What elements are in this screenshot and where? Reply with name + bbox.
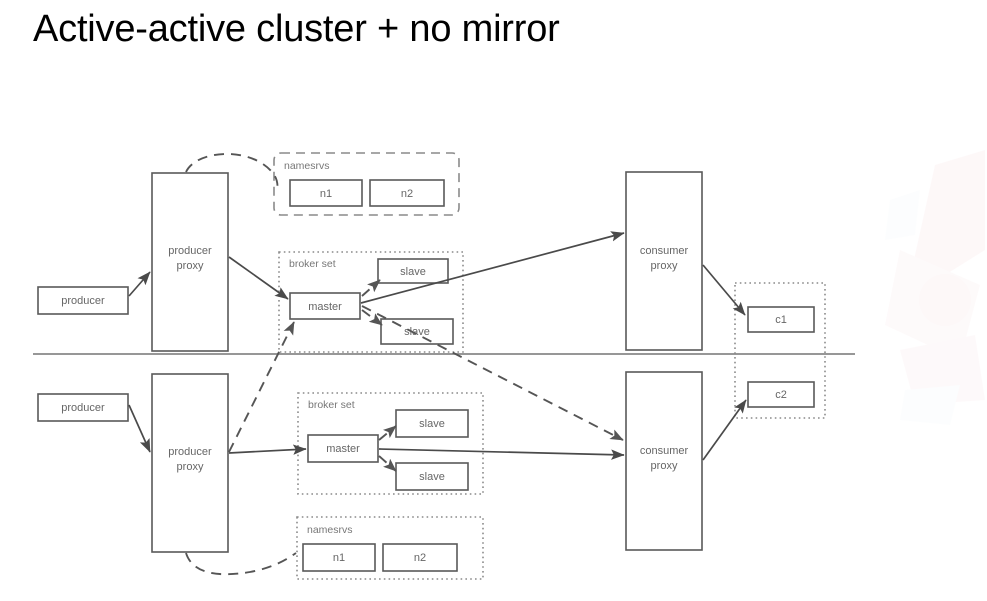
node-producer-proxy-bottom-label-l1: producer — [168, 446, 212, 458]
node-n2-top-label: n2 — [401, 188, 413, 200]
node-n2-top[interactable] — [369, 179, 445, 207]
namesrvs-bottom-label: namesrvs — [307, 524, 353, 536]
node-producer-proxy-bottom[interactable] — [151, 373, 229, 553]
node-slave-bottom-2-label: slave — [419, 471, 445, 483]
node-n1-top-label: n1 — [320, 188, 332, 200]
node-slave-top-1[interactable] — [377, 258, 449, 284]
page-title: Active-active cluster + no mirror — [33, 8, 560, 50]
edge-consumer-proxy-bottom-to-c2 — [702, 399, 747, 461]
edge-producer-proxy-top-to-namesrvs — [185, 153, 279, 193]
node-n1-bottom-label: n1 — [333, 552, 345, 564]
edge-producer-bottom-to-proxy — [128, 404, 151, 453]
node-c2-label: c2 — [775, 389, 787, 401]
edge-master-top-to-slave-2 — [361, 309, 383, 326]
node-consumer-proxy-top-label-l2: proxy — [651, 260, 678, 272]
node-consumer-proxy-top[interactable] — [625, 171, 703, 351]
node-master-top[interactable] — [289, 292, 361, 320]
node-producer-proxy-top-label-l1: producer — [168, 245, 212, 257]
edge-master-top-to-consumer-proxy-bottom — [361, 305, 624, 441]
node-n2-bottom[interactable] — [382, 543, 458, 572]
namesrvs-top-label: namesrvs — [284, 160, 330, 172]
edge-producer-proxy-bottom-to-master — [228, 444, 307, 455]
node-slave-bottom-2[interactable] — [395, 462, 469, 491]
node-master-top-label: master — [308, 301, 342, 313]
edge-producer-proxy-top-to-master-top — [228, 256, 289, 300]
node-producer-bottom-label: producer — [61, 402, 105, 414]
node-c2[interactable] — [747, 381, 815, 408]
edge-master-bottom-to-slave-2 — [378, 455, 397, 472]
node-producer-bottom[interactable] — [37, 393, 129, 422]
edge-master-bottom-to-consumer-proxy — [378, 448, 625, 460]
node-producer-top-label: producer — [61, 295, 105, 307]
broker-set-bottom-group — [297, 392, 484, 495]
node-c1[interactable] — [747, 306, 815, 333]
node-c1-label: c1 — [775, 314, 787, 326]
namesrvs-bottom-group — [296, 516, 484, 580]
node-producer-proxy-top-label-l2: proxy — [177, 260, 204, 272]
node-slave-top-2[interactable] — [380, 318, 454, 345]
node-producer-proxy-bottom-label-l2: proxy — [177, 461, 204, 473]
watermark — [885, 150, 985, 425]
node-slave-bottom-1[interactable] — [395, 409, 469, 438]
node-producer-top[interactable] — [37, 286, 129, 315]
node-slave-top-2-label: slave — [404, 326, 430, 338]
broker-set-bottom-label: broker set — [308, 399, 355, 411]
edge-master-top-to-slave-1 — [361, 279, 381, 297]
consumer-group — [734, 282, 826, 419]
broker-set-top-group — [278, 251, 464, 353]
edge-producer-proxy-bottom-to-master-top — [228, 321, 295, 453]
edge-master-bottom-to-slave-1 — [378, 425, 397, 441]
edge-producer-proxy-bottom-to-namesrvs — [185, 552, 297, 576]
edge-producer-top-to-proxy — [128, 271, 151, 297]
node-consumer-proxy-top-label-l1: consumer — [640, 245, 689, 257]
edge-consumer-proxy-top-to-c1 — [702, 264, 746, 316]
edge-master-top-to-consumer-proxy-top — [360, 231, 625, 304]
node-master-bottom[interactable] — [307, 434, 379, 463]
node-n1-bottom[interactable] — [302, 543, 376, 572]
node-n2-bottom-label: n2 — [414, 552, 426, 564]
node-consumer-proxy-bottom-label-l1: consumer — [640, 445, 689, 457]
broker-set-top-label: broker set — [289, 258, 336, 270]
node-n1-top[interactable] — [289, 179, 363, 207]
node-consumer-proxy-bottom-label-l2: proxy — [651, 460, 678, 472]
node-consumer-proxy-bottom[interactable] — [625, 371, 703, 551]
node-master-bottom-label: master — [326, 443, 360, 455]
node-slave-top-1-label: slave — [400, 266, 426, 278]
node-producer-proxy-top[interactable] — [151, 172, 229, 352]
node-slave-bottom-1-label: slave — [419, 418, 445, 430]
